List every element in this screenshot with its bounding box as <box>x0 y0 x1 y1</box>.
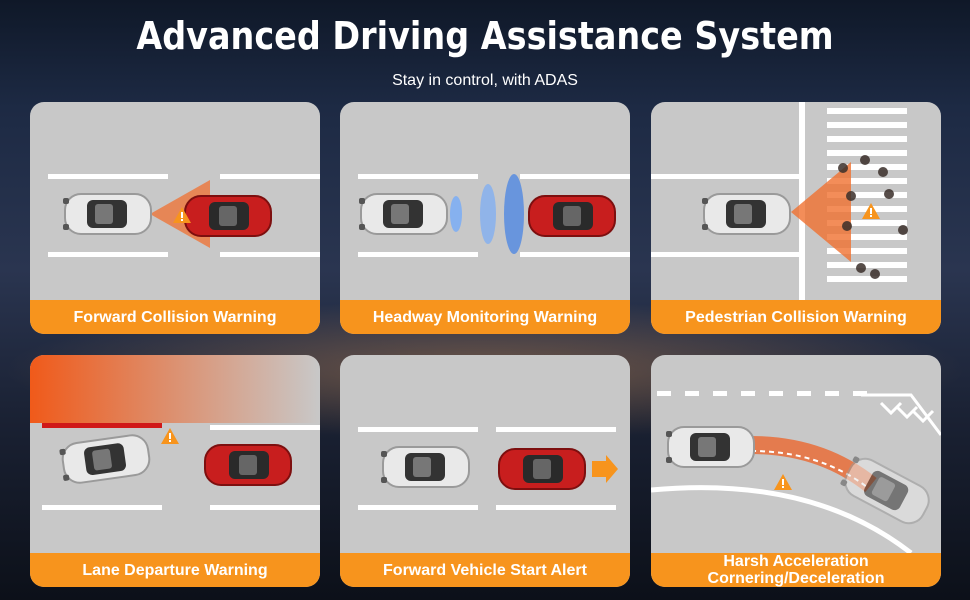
feature-label-two-line: Harsh Acceleration Cornering/Deceleratio… <box>651 553 941 587</box>
headway-monitoring-scene <box>358 174 630 257</box>
feature-label: Lane Departure Warning <box>30 553 320 587</box>
feature-label: Forward Vehicle Start Alert <box>340 553 630 587</box>
feature-card-pedestrian-collision: Pedestrian Collision Warning <box>651 102 941 334</box>
feature-card-lane-departure: Lane Departure Warning <box>30 355 320 587</box>
feature-card-headway-monitoring: Headway Monitoring Warning <box>340 102 630 334</box>
feature-card-forward-vehicle-start: Forward Vehicle Start Alert <box>340 355 630 587</box>
pedestrian-collision-scene <box>651 102 908 300</box>
feature-label: Pedestrian Collision Warning <box>651 300 941 334</box>
feature-card-harsh-acceleration: Harsh Acceleration Cornering/Deceleratio… <box>651 355 941 587</box>
feature-label-line1: Harsh Acceleration <box>723 553 869 570</box>
feature-card-forward-collision: Forward Collision Warning <box>30 102 320 334</box>
forward-vehicle-start-scene <box>358 427 618 510</box>
lane-departure-scene <box>30 355 320 510</box>
page-title: Advanced Driving Assistance System <box>136 14 834 58</box>
feature-label: Forward Collision Warning <box>30 300 320 334</box>
feature-label-line2: Cornering/Deceleration <box>707 570 885 587</box>
feature-label: Headway Monitoring Warning <box>340 300 630 334</box>
forward-collision-scene <box>48 174 320 257</box>
harsh-acceleration-scene <box>651 391 941 553</box>
page-subtitle: Stay in control, with ADAS <box>392 72 578 89</box>
